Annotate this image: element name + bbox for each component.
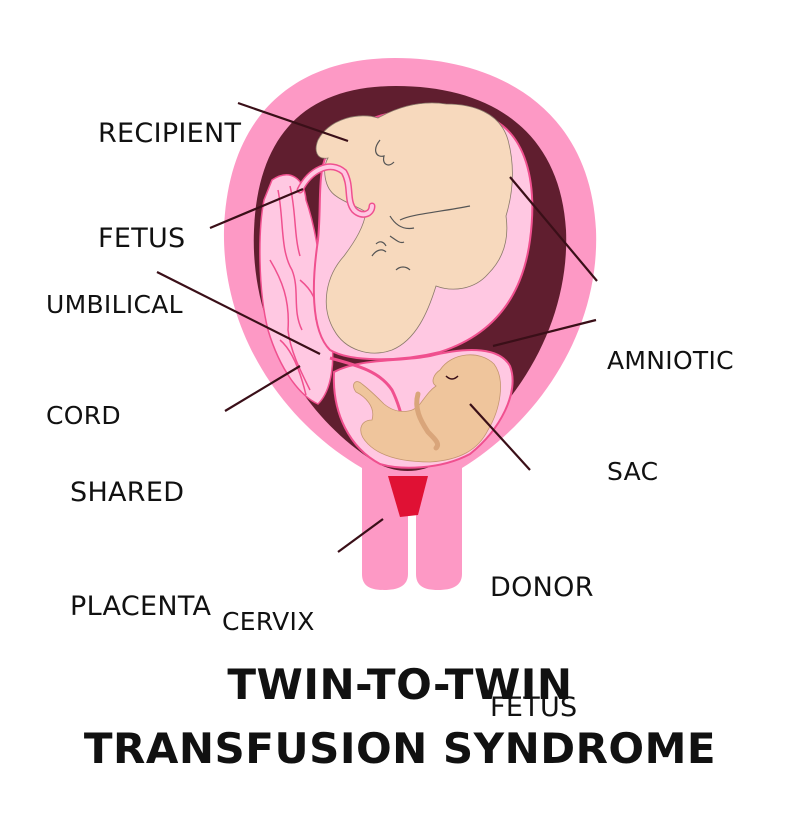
label-amniotic-line1: AMNIOTIC xyxy=(607,346,734,375)
leader-cord-lower xyxy=(156,271,321,355)
leader-amniotic-sac xyxy=(492,318,597,348)
label-placenta-line1: SHARED xyxy=(70,477,185,508)
leader-donor-fetus xyxy=(469,403,531,471)
leader-shared-placenta xyxy=(224,365,301,412)
label-cervix: CERVIX xyxy=(222,534,315,709)
label-cervix-line1: CERVIX xyxy=(222,607,315,636)
cervix-plug xyxy=(388,476,428,517)
label-placenta-line2: PLACENTA xyxy=(70,591,212,622)
placenta-vessels xyxy=(269,185,318,396)
leader-umbilical-cord xyxy=(209,187,304,230)
leader-lines xyxy=(156,101,598,553)
label-donor-fetus: DONOR FETUS xyxy=(490,488,594,808)
label-umbilical-cord: UMBILICAL CORD xyxy=(46,212,183,508)
label-donor-line1: DONOR xyxy=(490,572,594,603)
leader-recipient-fetus xyxy=(237,101,349,143)
label-recipient-line1: RECIPIENT xyxy=(98,118,242,149)
label-umbilical-line2: CORD xyxy=(46,401,121,430)
recipient-fetus xyxy=(315,102,513,354)
label-recipient-fetus: RECIPIENT FETUS xyxy=(98,46,241,326)
recipient-fetus-details xyxy=(371,139,471,271)
label-donor-line2: FETUS xyxy=(490,692,578,723)
label-umbilical-line1: UMBILICAL xyxy=(46,290,183,319)
title-line1: TWIN-TO-TWIN xyxy=(227,660,573,709)
leader-amniotic-sac-upper xyxy=(509,176,598,282)
label-recipient-line2: FETUS xyxy=(98,223,186,254)
donor-fetus xyxy=(353,354,501,463)
leader-cervix xyxy=(337,518,384,553)
label-amniotic-sac: AMNIOTIC SAC xyxy=(607,268,734,564)
label-amniotic-line2: SAC xyxy=(607,457,659,486)
title-line2: TRANSFUSION SYNDROME xyxy=(83,724,717,773)
label-shared-placenta: SHARED PLACENTA xyxy=(70,398,211,702)
